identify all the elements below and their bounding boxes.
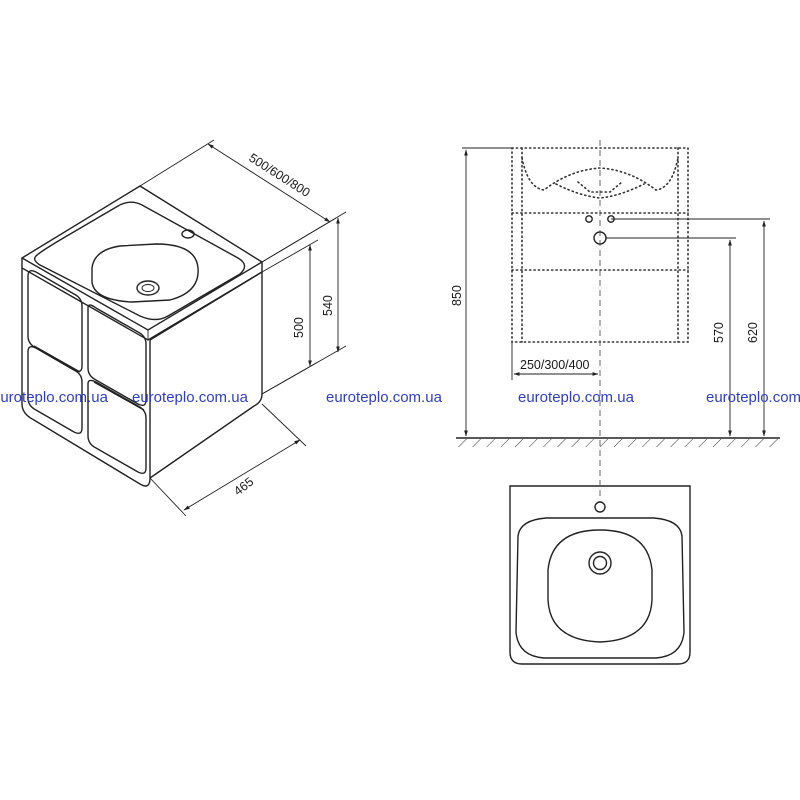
watermark-text: euroteplo.com.ua [0,389,109,406]
drawer-left-upper [27,269,83,373]
basin-bowl [91,243,199,303]
dim-siphon-offset-label: 250/300/400 [520,358,590,372]
dim-heights: 540 500 [261,211,347,395]
drawer-right-lower [87,379,147,475]
drawer-left-lower [27,345,83,435]
watermark-text: euroteplo.com.ua [706,389,800,406]
dim-outlet-height-label: 570 [712,322,726,343]
dim-width: 500/600/800 [139,139,337,263]
top-drain-outer [588,551,612,575]
floor-hatch [456,439,780,447]
cabinet-right-face [149,270,263,479]
dim-total-height-label: 850 [450,285,464,306]
isometric-view: 500/600/800 540 500 465 [20,139,347,517]
top-view [509,470,691,665]
dim-depth: 465 [149,403,307,517]
top-basin-bowl [547,529,653,643]
front-elevation: 850 570 620 250/300/400 [450,140,780,470]
watermark-text: euroteplo.com.ua [326,389,443,406]
top-drain-inner [592,555,608,571]
countertop-top [20,185,264,331]
dim-depth-label: 465 [231,474,256,498]
top-basin-rim [515,517,685,659]
top-tap-hole [594,501,606,513]
dim-outlet-height-2-label: 620 [746,322,760,343]
drain-outer [136,280,160,296]
dim-height-top-label: 540 [321,295,335,316]
tap-hole [181,229,195,239]
watermark-text: euroteplo.com.ua [518,389,635,406]
outlet-left [585,215,593,223]
countertop-edge [21,258,263,341]
top-outline [509,485,691,665]
watermark-text: euroteplo.com.ua [132,389,249,406]
dim-height-body-label: 500 [292,317,306,338]
drain-inner [141,284,155,292]
watermark-row: euroteplo.com.ua euroteplo.com.ua eurote… [0,389,800,406]
drawer-right-upper [87,304,147,407]
basin-section [521,157,679,191]
basin-rim [33,201,246,321]
cabinet-left-face [21,268,151,487]
